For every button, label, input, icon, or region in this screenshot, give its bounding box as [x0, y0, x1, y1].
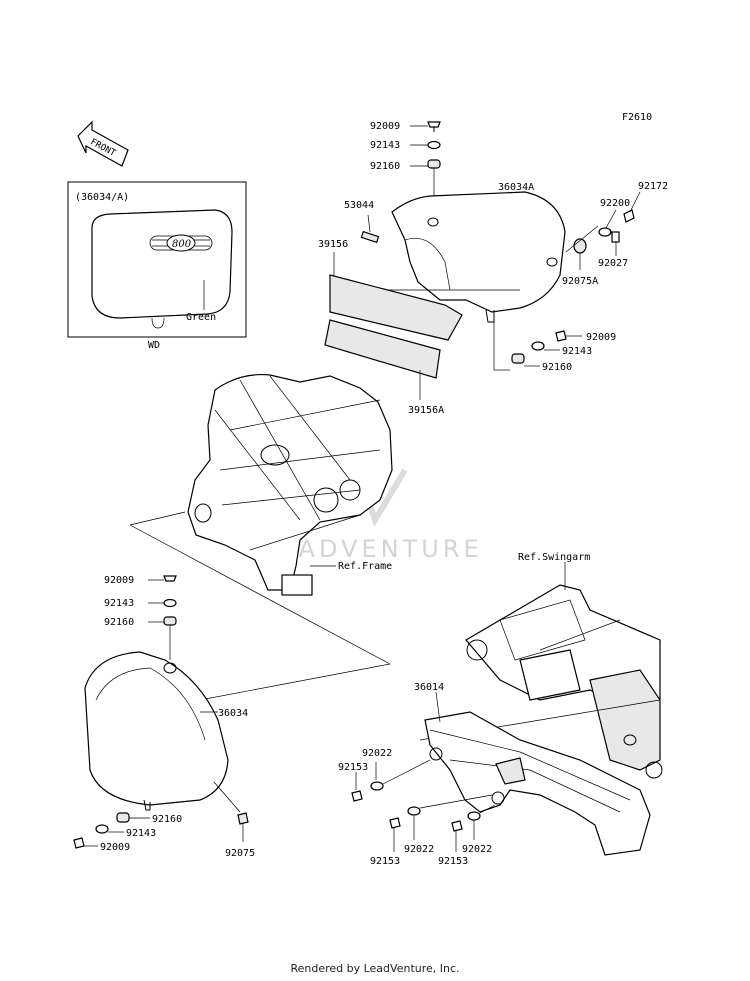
label-92009-lb: 92009: [100, 842, 130, 853]
label-92009-left: 92009: [104, 575, 134, 586]
label-36034A: 36034A: [498, 182, 534, 193]
pad-39156A: [324, 319, 441, 379]
left-side-cover-group: 92009 92143 92160 36034 92160 92143 9200…: [73, 575, 255, 859]
grommet-92075: [237, 812, 249, 825]
ref-swingarm-label: Ref.Swingarm: [518, 552, 590, 563]
label-92160-top: 92160: [370, 161, 400, 172]
bolt-92153-b: [389, 817, 401, 829]
label-53044: 53044: [344, 200, 374, 211]
frame-reference: Ref.Frame: [129, 373, 393, 701]
label-92143-top: 92143: [370, 140, 400, 151]
label-92143-right: 92143: [562, 346, 592, 357]
side-cover-inset-illustration: [91, 209, 233, 319]
grommet-92075A: [573, 238, 587, 254]
bolt-92172: [623, 209, 635, 223]
figure-code: F2610: [622, 112, 652, 123]
bolt-92153-a: [351, 790, 363, 802]
emblem-strip-53044: [360, 230, 380, 244]
label-92022-c: 92022: [462, 844, 492, 855]
label-92143-left: 92143: [104, 598, 134, 609]
bolt-92153-c: [451, 820, 463, 832]
bolt-92009-right: [555, 330, 567, 342]
label-92022-a: 92022: [362, 748, 392, 759]
label-92160-right: 92160: [542, 362, 572, 373]
inset-caption: WD: [148, 340, 160, 351]
label-92075A: 92075A: [562, 276, 598, 287]
washer-92022-b: [407, 806, 421, 816]
washer-92143-lb: [95, 824, 109, 834]
inset-title: (36034/A): [75, 192, 129, 203]
right-side-cover-group: 92009 92143 92160 36034A 53044 39156 391…: [318, 121, 668, 416]
label-92200: 92200: [600, 198, 630, 209]
ref-frame-label: Ref.Frame: [338, 561, 392, 572]
label-92027: 92027: [598, 258, 628, 269]
label-39156: 39156: [318, 239, 348, 250]
label-92160-lb: 92160: [152, 814, 182, 825]
footer-credit: Rendered by LeadVenture, Inc.: [290, 962, 460, 975]
grommet-92160-lb: [116, 812, 130, 823]
label-92172: 92172: [638, 181, 668, 192]
front-arrow-icon: FRONT: [77, 120, 129, 167]
bolt-92009-top: [427, 121, 441, 128]
label-92153-c: 92153: [438, 856, 468, 867]
label-39156A: 39156A: [408, 405, 444, 416]
pad-39156: [329, 274, 463, 341]
side-cover-36034: [84, 651, 229, 806]
collar-92027: [611, 231, 620, 243]
svg-text:800: 800: [172, 239, 192, 250]
chain-cover-group: 36014 92022 92153 92022 92153 92022 9215…: [338, 682, 651, 867]
grommet-92160-left: [163, 616, 177, 626]
bolt-92009-left: [163, 575, 177, 582]
label-92075: 92075: [225, 848, 255, 859]
color-variant-inset: (36034/A) 800 Green WD: [67, 181, 247, 351]
washer-92022-c: [467, 811, 481, 821]
label-92009-right: 92009: [586, 332, 616, 343]
inset-color-label: Green: [186, 312, 216, 323]
label-92022-b: 92022: [404, 844, 434, 855]
washer-92143-right: [531, 341, 545, 351]
label-92160-left: 92160: [104, 617, 134, 628]
label-36014: 36014: [414, 682, 444, 693]
chain-cover-36014: [424, 711, 651, 856]
side-cover-36034A: [391, 191, 566, 313]
label-36034: 36034: [218, 708, 248, 719]
label-92153-b: 92153: [370, 856, 400, 867]
bolt-92009-lb: [73, 837, 85, 849]
swingarm-reference: Ref.Swingarm: [419, 552, 663, 779]
washer-92200: [598, 227, 612, 237]
label-92143-lb: 92143: [126, 828, 156, 839]
washer-92022-a: [370, 781, 384, 791]
washer-92143-left: [163, 598, 177, 608]
grommet-92160-top: [427, 159, 441, 169]
washer-92143-top: [427, 140, 441, 150]
label-92009-top: 92009: [370, 121, 400, 132]
grommet-92160-right: [511, 353, 525, 364]
label-92153-a: 92153: [338, 762, 368, 773]
emblem-800: 800: [149, 234, 213, 252]
